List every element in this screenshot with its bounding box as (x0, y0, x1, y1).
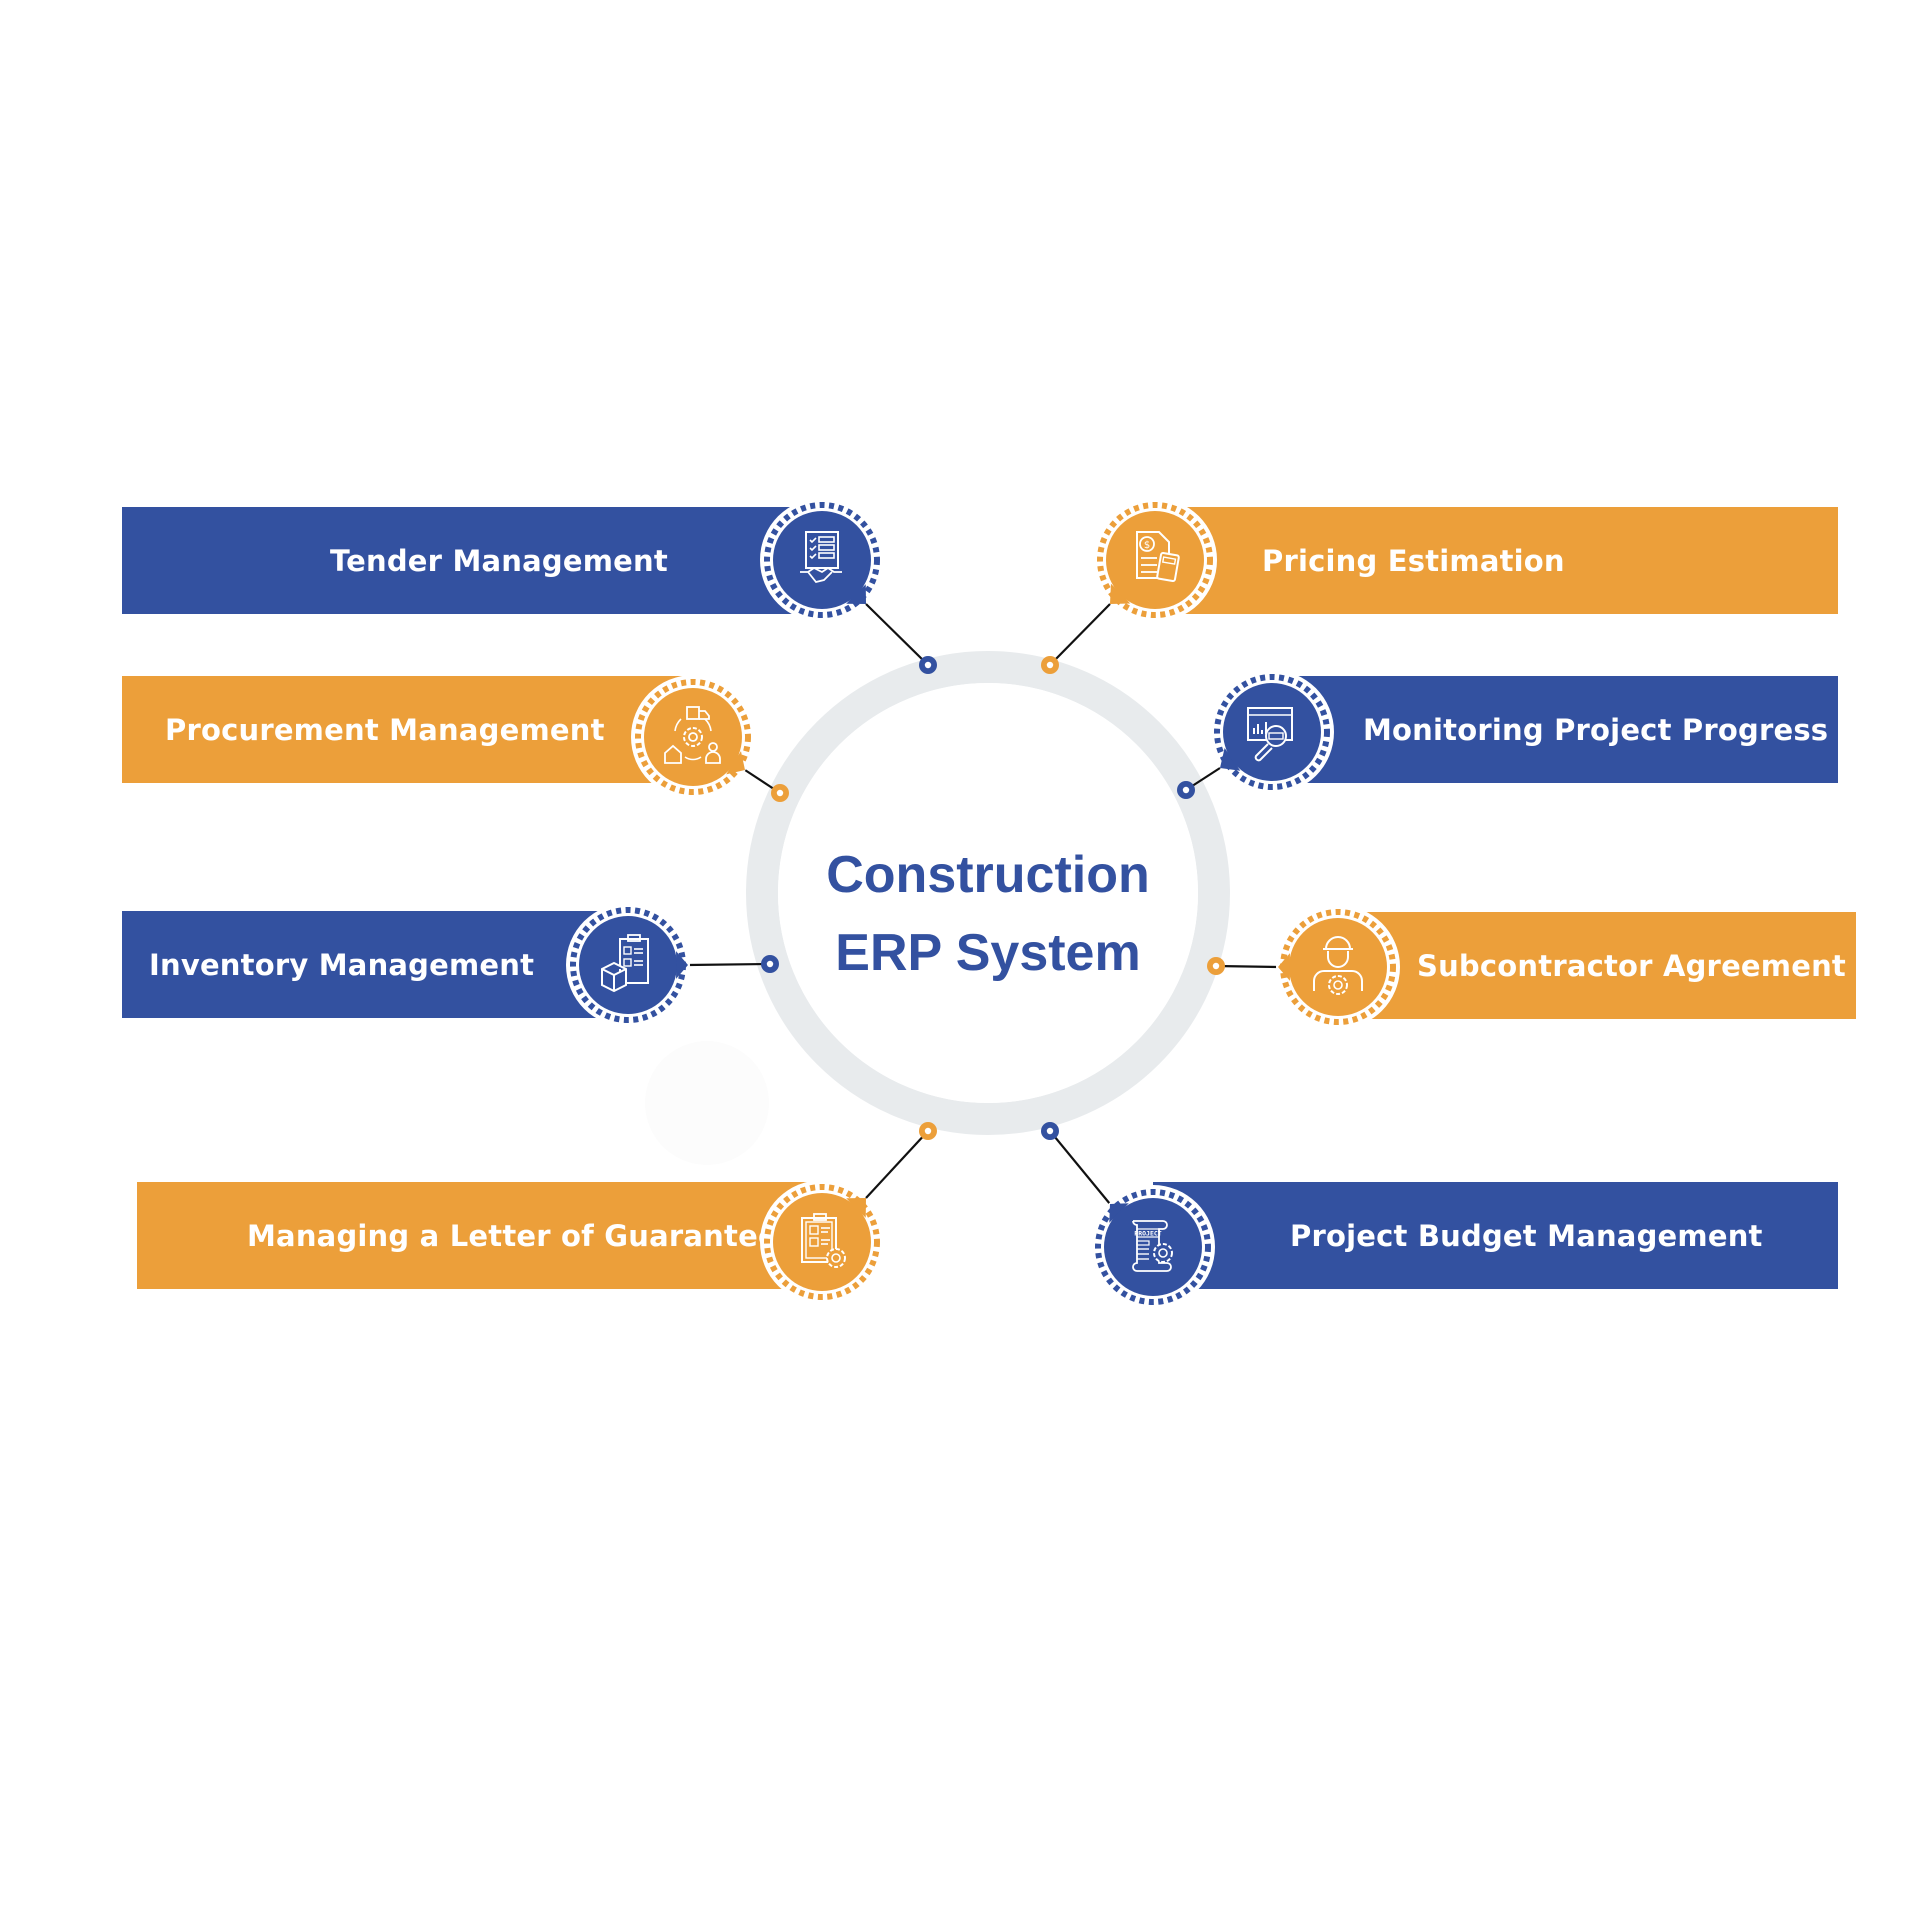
dotted-ring (764, 1184, 880, 1300)
module-bar-procurement: Procurement Management (122, 676, 692, 783)
module-bar-guarantee: Managing a Letter of Guarantee (137, 1182, 822, 1289)
procurement-supply-chain-icon (664, 706, 721, 764)
module-bar-tender: Tender Management (122, 507, 822, 614)
tender-handshake-icon (800, 531, 842, 584)
module-label-pricing: Pricing Estimation (1262, 543, 1565, 578)
budget-project-scroll-icon: PROJECT (1132, 1220, 1173, 1272)
hub-inner (778, 683, 1198, 1103)
guarantee-checklist-gear-icon (801, 1213, 846, 1268)
hub-ring (746, 651, 1230, 1135)
module-badge-tender (760, 498, 884, 622)
module-badge-subcontractor (1276, 905, 1400, 1029)
hub-pin-inventory (761, 955, 779, 973)
pricing-calculator-icon: $ (1136, 531, 1180, 583)
module-bar-monitoring: Monitoring Project Progress (1272, 676, 1838, 783)
dotted-ring (764, 502, 880, 618)
module-label-budget: Project Budget Management (1290, 1218, 1763, 1253)
module-badge-budget: PROJECT (1091, 1185, 1215, 1309)
dotted-ring (1097, 502, 1213, 618)
module-badge-guarantee (760, 1180, 884, 1304)
connector-line-guarantee (865, 1130, 929, 1199)
connector-line-subcontractor (1215, 964, 1279, 969)
faint-background-circle (645, 1041, 769, 1165)
inventory-clipboard-box-icon (601, 934, 649, 993)
connector-line-budget (1049, 1130, 1111, 1205)
hub-pin-pricing (1041, 656, 1059, 674)
connector-line-pricing (1049, 603, 1111, 666)
hub-pin-procurement (771, 784, 789, 802)
hub-title-line2: ERP System (835, 924, 1141, 982)
module-bar-inventory: Inventory Management (122, 911, 628, 1018)
module-label-guarantee: Managing a Letter of Guarantee (247, 1218, 778, 1253)
dotted-ring (1095, 1189, 1211, 1305)
svg-text:PROJECT: PROJECT (1134, 1230, 1161, 1238)
module-bar-pricing: Pricing Estimation (1160, 507, 1838, 614)
svg-text:$: $ (1144, 540, 1150, 551)
module-badge-inventory (566, 903, 690, 1027)
hub-pin-monitoring (1177, 781, 1195, 799)
hub-pin-budget (1041, 1122, 1059, 1140)
module-label-procurement: Procurement Management (165, 712, 605, 747)
hub-pin-subcontractor (1207, 957, 1225, 975)
module-label-subcontractor: Subcontractor Agreement (1417, 948, 1846, 983)
module-label-inventory: Inventory Management (149, 947, 535, 982)
subcontractor-worker-gear-icon (1313, 936, 1363, 995)
module-badge-pricing: $ (1093, 498, 1217, 622)
hub-pin-guarantee (919, 1122, 937, 1140)
connector-line-inventory (687, 962, 771, 967)
module-bar-budget: Project Budget Management (1153, 1182, 1838, 1289)
hub-pin-tender (919, 656, 937, 674)
module-label-tender: Tender Management (330, 543, 668, 578)
module-badge-procurement (631, 675, 755, 799)
dotted-ring (1214, 674, 1330, 790)
module-label-monitoring: Monitoring Project Progress (1363, 712, 1829, 747)
connector-line-tender (865, 603, 929, 666)
dotted-ring (635, 679, 751, 795)
monitoring-analytics-icon (1247, 707, 1293, 762)
module-badge-monitoring (1210, 670, 1334, 794)
hub-title: Construction ERP System (788, 836, 1188, 992)
module-bar-subcontractor: Subcontractor Agreement (1338, 912, 1856, 1019)
hub-title-line1: Construction (826, 846, 1150, 904)
